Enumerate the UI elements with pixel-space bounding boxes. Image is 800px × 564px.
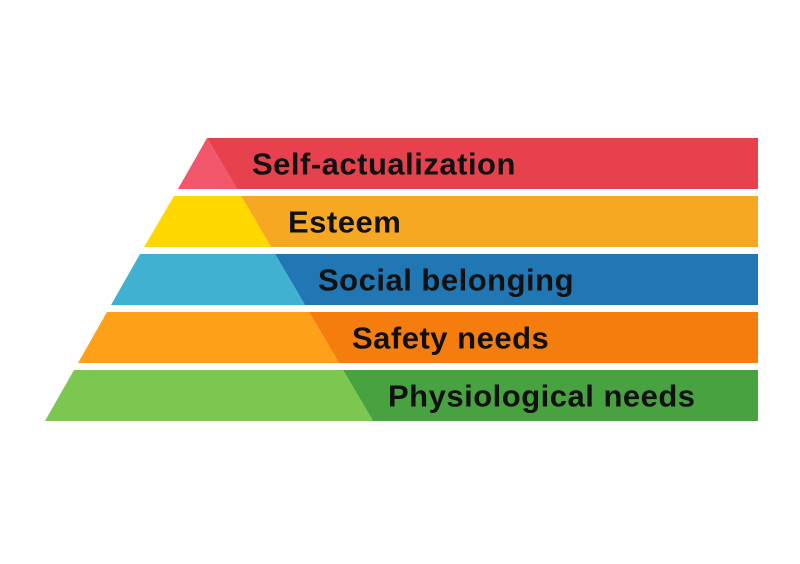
pyramid-slice-physiological-needs <box>45 370 373 421</box>
label-self-actualization: Self-actualization <box>252 147 516 182</box>
label-safety-needs: Safety needs <box>352 321 549 356</box>
label-physiological-needs: Physiological needs <box>388 379 696 414</box>
pyramid-slice-self-actualization <box>178 138 237 189</box>
label-social-belonging: Social belonging <box>318 263 574 298</box>
label-esteem: Esteem <box>288 205 401 240</box>
pyramid-slice-safety-needs <box>78 312 339 363</box>
pyramid-slice-social-belonging <box>111 254 305 305</box>
bar-safety-needs <box>309 312 758 363</box>
bar-physiological-needs <box>343 370 758 421</box>
pyramid-slice-esteem <box>144 196 271 247</box>
bar-self-actualization <box>207 138 758 189</box>
bar-esteem <box>241 196 758 247</box>
bar-social-belonging <box>275 254 758 305</box>
